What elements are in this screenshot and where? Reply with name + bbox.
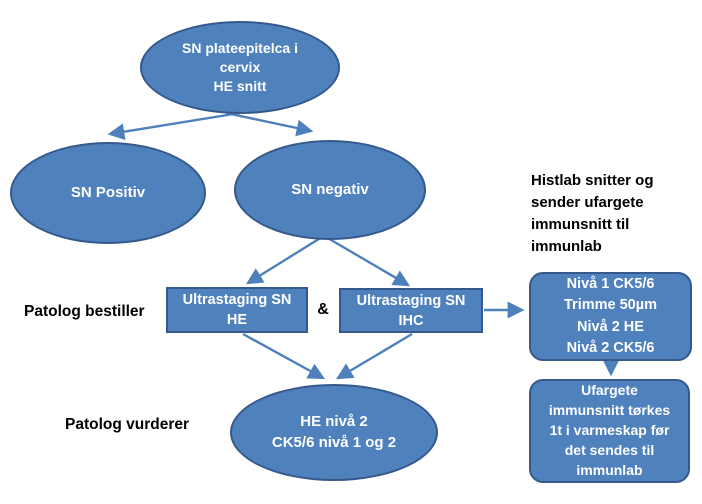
ampersand-label: & <box>317 301 329 318</box>
arrow-start-to-positiv <box>107 109 253 140</box>
node-ufargete-box: Ufargete immunsnitt tørkes 1t i varmeska… <box>529 379 690 483</box>
node-sn-positiv-ellipse: SN Positiv <box>10 142 206 244</box>
arrow-negativ-to-ihc <box>325 235 411 287</box>
patolog-vurderer-label: Patolog vurderer <box>65 416 190 433</box>
node-sn-negativ-ellipse: SN negativ <box>234 140 426 240</box>
arrow-ihc-to-result <box>335 332 413 380</box>
patolog-bestiller-label: Patolog bestiller <box>24 303 145 320</box>
node-he-niva2-text: HE nivå 2 CK5/6 nivå 1 og 2 <box>271 412 397 451</box>
node-ufargete-text: Ufargete immunsnitt tørkes 1t i varmeska… <box>548 382 671 478</box>
node-ultrastaging-ihc-rect: Ultrastaging SN IHC <box>339 288 483 333</box>
node-niva-steps-box: Nivå 1 CK5/6 Trimme 50µm Nivå 2 HE Nivå … <box>529 272 692 361</box>
node-ultrastaging-he-rect: Ultrastaging SN HE <box>166 287 308 333</box>
histlab-note-label: Histlab snitter og sender ufargete immun… <box>531 172 654 255</box>
node-ultrastaging-he-text: Ultrastaging SN HE <box>182 292 292 328</box>
node-sn-negativ-text: SN negativ <box>291 180 369 198</box>
node-start-ellipse: SN plateepitelca i cervix HE snitt <box>140 21 340 114</box>
arrow-he-to-result <box>242 332 326 380</box>
node-sn-positiv-text: SN Positiv <box>70 183 146 201</box>
node-start-text: SN plateepitelca i cervix HE snitt <box>182 39 298 95</box>
node-he-niva2-ellipse: HE nivå 2 CK5/6 nivå 1 og 2 <box>230 384 438 481</box>
node-niva-steps-text: Nivå 1 CK5/6 Trimme 50µm Nivå 2 HE Nivå … <box>564 276 657 356</box>
arrow-start-to-negativ <box>225 111 314 137</box>
node-ultrastaging-ihc-text: Ultrastaging SN IHC <box>356 292 466 329</box>
arrow-negativ-to-he <box>245 235 323 285</box>
